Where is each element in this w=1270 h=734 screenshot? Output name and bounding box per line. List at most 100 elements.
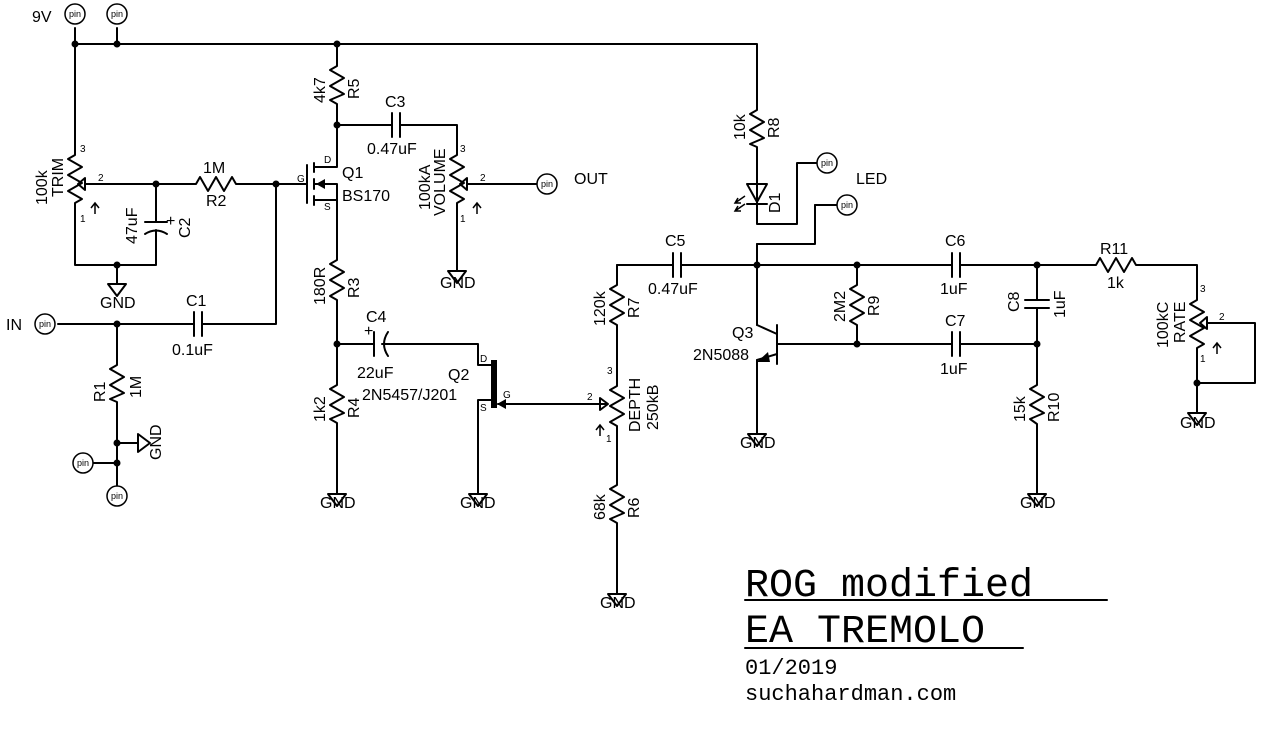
svg-text:TRIM: TRIM: [50, 158, 67, 197]
svg-text:C4: C4: [366, 309, 387, 326]
svg-text:D1: D1: [767, 192, 784, 213]
svg-text:0.47uF: 0.47uF: [648, 281, 698, 298]
svg-text:1M: 1M: [203, 160, 225, 177]
title-date: 01/2019: [745, 656, 837, 681]
gnd-symbol-rate: GND: [1180, 404, 1216, 432]
svg-text:VOLUME: VOLUME: [432, 148, 449, 216]
svg-text:pin: pin: [821, 158, 833, 168]
svg-text:pin: pin: [111, 9, 123, 19]
svg-text:2M2: 2M2: [832, 291, 849, 322]
svg-text:R7: R7: [626, 297, 643, 318]
svg-text:2: 2: [1219, 312, 1225, 323]
svg-text:2N5088: 2N5088: [693, 347, 749, 364]
gnd-symbol-q1: GND: [320, 485, 356, 512]
svg-text:3: 3: [1200, 284, 1206, 295]
junction-dots: [71, 40, 1201, 467]
svg-text:S: S: [324, 202, 331, 213]
svg-text:R4: R4: [346, 397, 363, 418]
svg-text:D: D: [324, 155, 331, 166]
potentiometer-depth: 3 2 1 DEPTH 250kB: [587, 366, 662, 445]
pin-9v-b[interactable]: pin: [106, 3, 128, 25]
svg-text:Q1: Q1: [342, 165, 363, 182]
output-label: OUT: [574, 171, 608, 188]
title-block: ROG modified EA TREMOLO 01/2019 suchahar…: [744, 564, 1108, 707]
svg-text:1M: 1M: [128, 376, 145, 398]
svg-text:GND: GND: [740, 435, 776, 452]
pin-led-b[interactable]: pin: [836, 194, 858, 216]
capacitor-c5: C5 0.47uF: [648, 233, 698, 298]
pin-gnd-b[interactable]: pin: [106, 485, 128, 507]
resistor-r2: 1M R2: [189, 160, 241, 210]
svg-text:R2: R2: [206, 193, 227, 210]
pin-in[interactable]: pin: [34, 313, 56, 335]
capacitor-c3: C3 0.47uF: [367, 94, 417, 158]
svg-text:GND: GND: [1020, 495, 1056, 512]
svg-text:GND: GND: [100, 295, 136, 312]
svg-text:3: 3: [80, 144, 86, 155]
svg-text:3: 3: [460, 144, 466, 155]
potentiometer-trim: 3 2 1 100k TRIM: [34, 144, 104, 225]
svg-text:GND: GND: [600, 595, 636, 612]
svg-text:C2: C2: [177, 217, 194, 238]
gnd-symbol-q3: GND: [740, 425, 776, 452]
gnd-symbol-volume: GND: [440, 262, 476, 292]
svg-text:10k: 10k: [732, 113, 749, 140]
svg-text:GND: GND: [460, 495, 496, 512]
pin-led-a[interactable]: pin: [816, 152, 838, 174]
svg-text:0.47uF: 0.47uF: [367, 141, 417, 158]
potentiometer-volume: 3 2 1 100kA VOLUME: [417, 144, 486, 225]
gnd-symbol-q2: GND: [460, 485, 496, 512]
led-label: LED: [856, 171, 887, 188]
capacitor-c4: + C4 22uF: [357, 309, 394, 382]
svg-text:1: 1: [1200, 354, 1206, 365]
pin-out[interactable]: pin: [536, 173, 558, 195]
svg-text:+: +: [166, 213, 175, 230]
svg-text:+: +: [364, 323, 373, 340]
svg-text:68k: 68k: [592, 493, 609, 520]
resistor-r4: 1k2 R4: [312, 379, 363, 428]
capacitor-c7: C7 1uF: [940, 313, 968, 378]
svg-text:250kB: 250kB: [645, 385, 662, 430]
title-website: suchahardman.com: [745, 682, 956, 707]
svg-text:100kC: 100kC: [1155, 302, 1172, 348]
resistor-r9: 2M2 R9: [832, 279, 883, 331]
svg-text:RATE: RATE: [1172, 302, 1189, 343]
svg-text:C3: C3: [385, 94, 406, 111]
svg-text:GND: GND: [320, 495, 356, 512]
resistor-r1: R1 1M: [92, 359, 145, 406]
resistor-r5: 4k7 R5: [312, 61, 363, 109]
svg-text:R11: R11: [1100, 241, 1128, 258]
potentiometer-rate: 3 2 1 100kC RATE: [1155, 284, 1225, 365]
svg-text:C7: C7: [945, 313, 966, 330]
svg-text:1: 1: [460, 214, 466, 225]
svg-text:15k: 15k: [1012, 395, 1029, 422]
gnd-symbol-in: GND: [135, 424, 165, 460]
capacitor-c1: C1 0.1uF: [172, 293, 213, 359]
svg-text:G: G: [503, 390, 511, 401]
capacitor-c6: C6 1uF: [940, 233, 968, 298]
gnd-symbol-r10: GND: [1020, 485, 1056, 512]
wires: [57, 27, 1256, 587]
svg-text:pin: pin: [39, 319, 51, 329]
resistor-r10: 15k R10: [1012, 379, 1063, 429]
resistor-r6: 68k R6: [592, 479, 643, 528]
svg-text:R6: R6: [626, 497, 643, 518]
bjt-q3: Q3 2N5088: [693, 324, 778, 365]
svg-text:100kA: 100kA: [417, 164, 434, 210]
pin-9v-a[interactable]: pin: [64, 3, 86, 25]
gnd-symbol-r6: GND: [600, 585, 636, 612]
svg-text:2N5457/J201: 2N5457/J201: [362, 387, 457, 404]
mosfet-q1: G D S Q1 BS170: [297, 155, 390, 213]
led-d1: D1: [733, 179, 784, 213]
svg-text:0.1uF: 0.1uF: [172, 342, 213, 359]
svg-text:R5: R5: [346, 78, 363, 99]
svg-text:C5: C5: [665, 233, 686, 250]
capacitor-c2: + 47uF C2: [124, 207, 194, 244]
svg-text:R8: R8: [766, 117, 783, 138]
svg-text:S: S: [480, 403, 487, 414]
pin-gnd-a[interactable]: pin: [72, 452, 94, 474]
svg-text:G: G: [297, 174, 305, 185]
power-label: 9V: [32, 9, 52, 26]
resistor-r3: 180R R3: [312, 254, 363, 306]
